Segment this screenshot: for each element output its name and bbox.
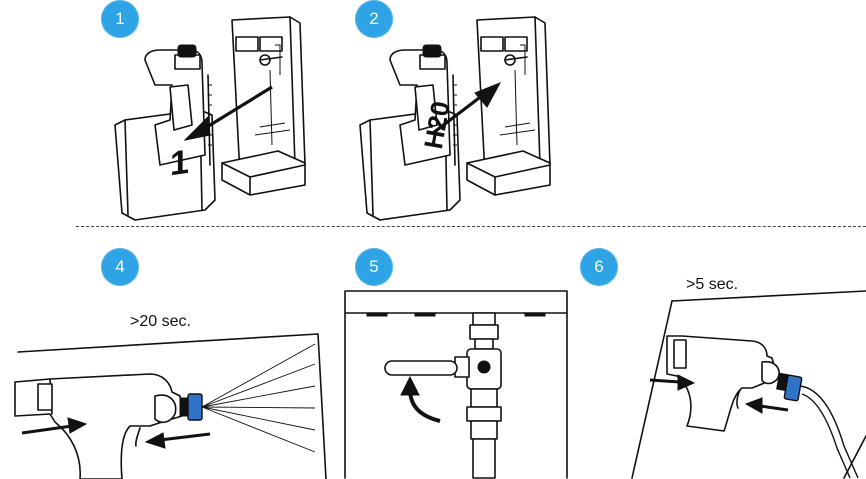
arrow-press-left xyxy=(649,374,696,391)
canister-label-1: 1 xyxy=(170,142,189,184)
arrow-press-right xyxy=(744,397,789,414)
step-badge-2: 2 xyxy=(355,0,393,38)
spray-gun xyxy=(14,373,203,479)
step-4-duration: >20 sec. xyxy=(130,313,191,330)
step-6-illustration xyxy=(631,290,866,479)
canister xyxy=(114,44,216,221)
frame-left xyxy=(631,300,673,479)
frame-top xyxy=(671,290,866,302)
step-badge-5: 5 xyxy=(355,248,393,286)
frame xyxy=(344,290,568,479)
arrow-press-right xyxy=(144,432,211,449)
spray-jet xyxy=(201,343,316,453)
dispenser-tube xyxy=(799,385,859,479)
step-5-illustration xyxy=(344,290,568,479)
step-badge-6: 6 xyxy=(580,248,618,286)
arrow-remove xyxy=(183,85,273,141)
canister xyxy=(359,44,461,221)
step-badge-4: 4 xyxy=(101,248,139,286)
section-divider xyxy=(76,226,866,227)
wall-holder xyxy=(466,16,551,196)
wall-holder xyxy=(221,16,306,196)
step-1-illustration xyxy=(114,16,306,221)
spray-gun xyxy=(666,335,803,432)
frame xyxy=(17,333,327,479)
arrow-turn xyxy=(400,375,441,423)
step-4-illustration xyxy=(14,333,327,479)
step-2-illustration xyxy=(359,16,551,221)
arrow-press-left xyxy=(21,417,88,435)
step-6-duration: >5 sec. xyxy=(686,276,739,293)
step-badge-1: 1 xyxy=(101,0,139,38)
arrow-insert xyxy=(432,82,502,135)
